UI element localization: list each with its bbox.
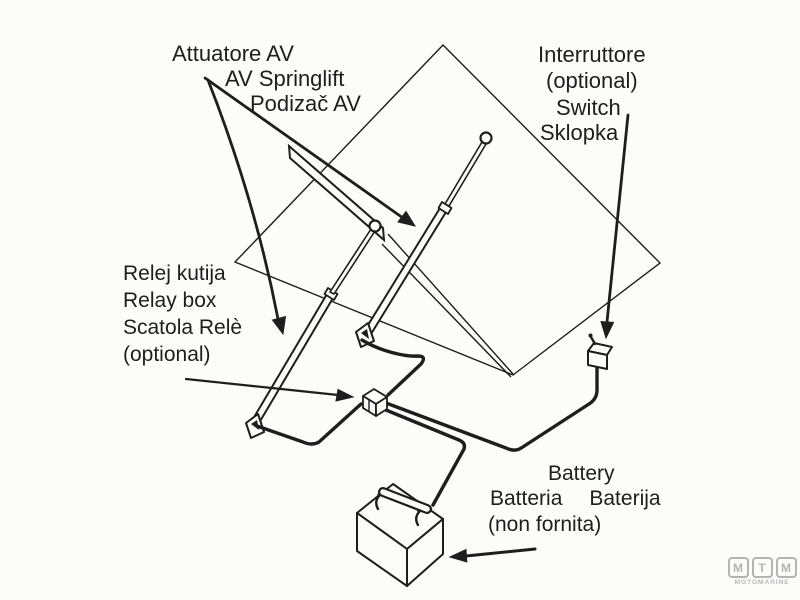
arrow-battery	[448, 547, 537, 563]
left-actuator-rod	[329, 228, 376, 295]
relay-label-line3: Scatola Relè	[123, 316, 243, 339]
switch	[587, 333, 613, 370]
left-actuator	[245, 219, 382, 439]
switch-label-line1: Interruttore	[538, 42, 646, 67]
relay-label-line2: Relay box	[123, 289, 217, 312]
wire-right-actuator-to-relay	[360, 338, 426, 397]
right-actuator-collar	[437, 201, 453, 215]
wire-left-actuator-to-relay	[255, 402, 363, 446]
battery	[356, 483, 444, 587]
mtm-logo-letters: M T M	[727, 557, 797, 578]
switch-lever	[589, 335, 597, 346]
battery-label-line2: Batteria Baterija	[490, 487, 661, 511]
relay-label-line1: Relej kutija	[123, 262, 226, 285]
actuator-label-line2: AV Springlift	[225, 66, 345, 91]
relay-box	[362, 388, 388, 417]
arrow-actuator-upper	[203, 76, 417, 227]
relay-label-line4: (optional)	[123, 343, 211, 366]
battery-label-line3: (non fornita)	[488, 513, 602, 536]
mtm-logo: M T M MOTOMARINE	[727, 557, 797, 586]
right-actuator-ball	[479, 131, 493, 145]
mtm-logo-subtitle: MOTOMARINE	[734, 579, 790, 586]
battery-post-right	[415, 510, 421, 527]
battery-label-line1: Battery	[548, 462, 615, 485]
battery-label-line2a: Batteria	[490, 487, 563, 510]
left-actuator-collar	[323, 287, 339, 301]
mtm-logo-letter-3: M	[775, 557, 797, 578]
wire-relay-to-switch	[384, 364, 599, 452]
left-actuator-ball	[368, 219, 382, 233]
switch-label-line3: Switch	[556, 95, 621, 120]
mtm-logo-letter-1: M	[727, 557, 749, 578]
battery-post-left	[375, 494, 381, 511]
wiring	[255, 338, 599, 507]
hatch-frame-bar	[287, 143, 386, 243]
mtm-logo-letter-2: T	[751, 557, 773, 578]
wire-relay-to-battery	[379, 406, 467, 507]
actuator-label-line1: Attuatore AV	[172, 41, 294, 66]
arrow-actuator-lower	[206, 78, 287, 336]
battery-label-line2b: Baterija	[589, 487, 661, 510]
left-actuator-cylinder	[252, 293, 334, 424]
right-actuator-rod	[444, 141, 487, 207]
switch-label-line2: (optional)	[546, 68, 638, 93]
annotation-arrows	[184, 76, 630, 563]
right-actuator	[355, 131, 493, 348]
arrow-switch	[600, 113, 630, 340]
arrow-relay	[184, 377, 355, 402]
switch-label-line4: Sklopka	[540, 120, 619, 145]
actuator-label-line3: Podizač AV	[250, 91, 361, 116]
